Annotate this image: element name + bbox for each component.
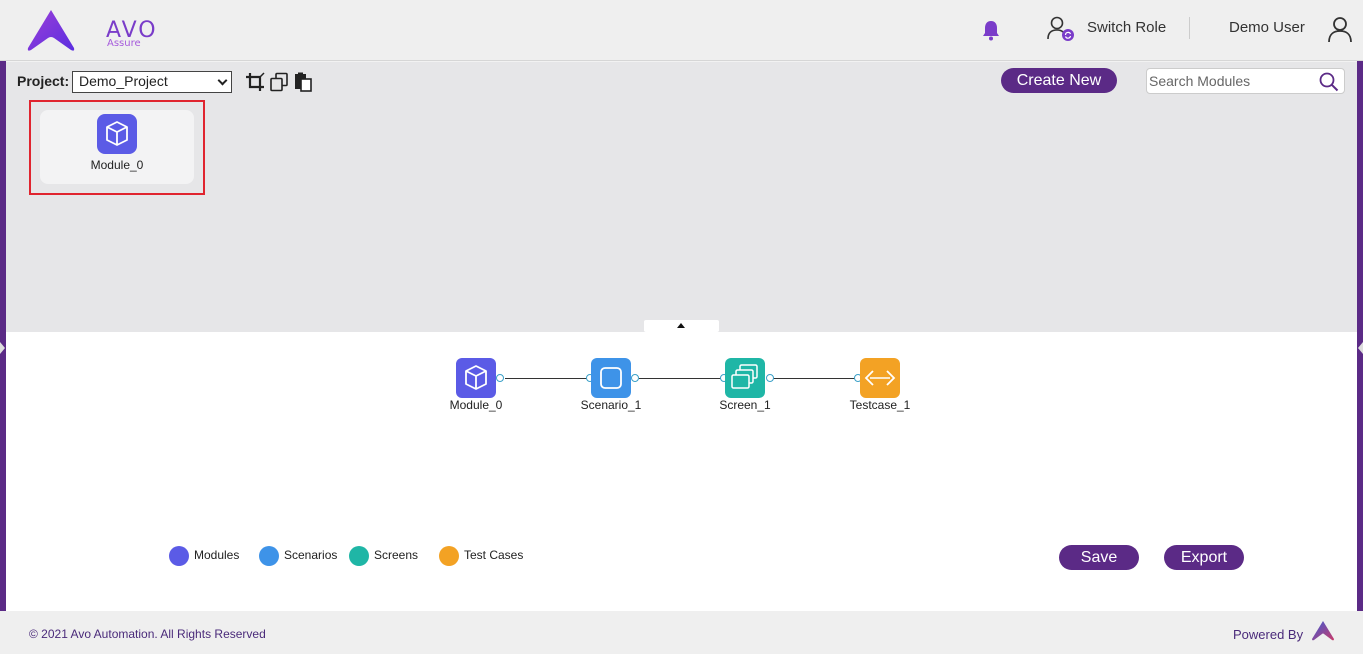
module-card[interactable]: Module_0 bbox=[40, 110, 194, 184]
chevron-down-icon bbox=[217, 75, 228, 86]
testcase-node-label: Testcase_1 bbox=[849, 398, 911, 412]
legend-dot bbox=[349, 546, 369, 566]
mindmap-canvas[interactable]: Module_0 Scenario_1 Screen_1 Testcase_1 … bbox=[6, 332, 1357, 611]
legend-label: Screens bbox=[374, 548, 419, 562]
module-node-label: Module_0 bbox=[449, 398, 503, 412]
notification-bell-icon[interactable] bbox=[980, 19, 1002, 41]
node-connector[interactable] bbox=[766, 374, 774, 382]
scenario-square-icon bbox=[600, 367, 622, 389]
scenario-node[interactable] bbox=[591, 358, 631, 398]
app-footer: © 2021 Avo Automation. All Rights Reserv… bbox=[0, 611, 1363, 654]
avo-logo[interactable]: AVO Assure bbox=[26, 8, 156, 54]
testcase-node[interactable] bbox=[860, 358, 900, 398]
module-cube-icon bbox=[465, 365, 487, 390]
search-icon[interactable] bbox=[1319, 72, 1339, 92]
user-profile-icon[interactable] bbox=[1326, 15, 1354, 43]
collapse-panel-toggle[interactable] bbox=[644, 320, 719, 332]
screens-stack-icon bbox=[731, 364, 758, 389]
legend-dot bbox=[259, 546, 279, 566]
legend-label: Scenarios bbox=[284, 548, 338, 562]
node-connector[interactable] bbox=[631, 374, 639, 382]
copyright-text: © 2021 Avo Automation. All Rights Reserv… bbox=[29, 627, 266, 641]
legend-dot bbox=[439, 546, 459, 566]
left-rail bbox=[0, 61, 6, 611]
avo-logo-icon bbox=[1311, 620, 1335, 642]
project-select-value: Demo_Project bbox=[79, 73, 168, 89]
app-header: AVO Assure Switch Role Demo User bbox=[0, 0, 1363, 61]
powered-by-text: Powered By bbox=[1233, 627, 1304, 642]
save-button[interactable]: Save bbox=[1059, 545, 1139, 570]
project-label: Project: bbox=[17, 73, 70, 89]
selected-module-highlight: Module_0 bbox=[29, 100, 205, 195]
module-card-label: Module_0 bbox=[90, 158, 144, 172]
left-rail-toggle-icon[interactable] bbox=[0, 342, 5, 354]
caret-up-icon bbox=[677, 323, 685, 328]
header-divider bbox=[1189, 17, 1190, 39]
right-rail bbox=[1357, 61, 1363, 611]
screen-node-label: Screen_1 bbox=[719, 398, 771, 412]
export-button[interactable]: Export bbox=[1164, 545, 1244, 570]
node-link bbox=[505, 378, 587, 379]
right-rail-toggle-icon[interactable] bbox=[1358, 342, 1363, 354]
project-select[interactable]: Demo_Project bbox=[72, 71, 232, 93]
switch-role-button[interactable]: Switch Role bbox=[1087, 19, 1167, 36]
copy-icon[interactable] bbox=[269, 72, 289, 92]
avo-logo-icon bbox=[27, 10, 75, 51]
node-link bbox=[773, 378, 855, 379]
module-cube-icon bbox=[97, 114, 137, 154]
testcase-arrows-icon bbox=[864, 370, 896, 386]
screen-node[interactable] bbox=[725, 358, 765, 398]
logo-text: AVO bbox=[106, 18, 158, 43]
legend-dot bbox=[169, 546, 189, 566]
module-panel: Project: Demo_Project Create New bbox=[6, 62, 1357, 332]
legend-label: Modules bbox=[194, 548, 240, 562]
crop-icon[interactable] bbox=[245, 72, 265, 92]
create-new-button[interactable]: Create New bbox=[1001, 68, 1117, 93]
node-link bbox=[639, 378, 721, 379]
scenario-node-label: Scenario_1 bbox=[580, 398, 642, 412]
search-modules-input[interactable] bbox=[1149, 72, 1314, 90]
search-modules-box[interactable] bbox=[1146, 68, 1345, 94]
paste-icon[interactable] bbox=[293, 72, 313, 92]
logo-subtext: Assure bbox=[107, 38, 141, 49]
module-node[interactable] bbox=[456, 358, 496, 398]
node-connector[interactable] bbox=[496, 374, 504, 382]
user-name[interactable]: Demo User bbox=[1229, 19, 1305, 36]
switch-role-icon[interactable] bbox=[1046, 15, 1076, 43]
legend-label: Test Cases bbox=[464, 548, 524, 562]
